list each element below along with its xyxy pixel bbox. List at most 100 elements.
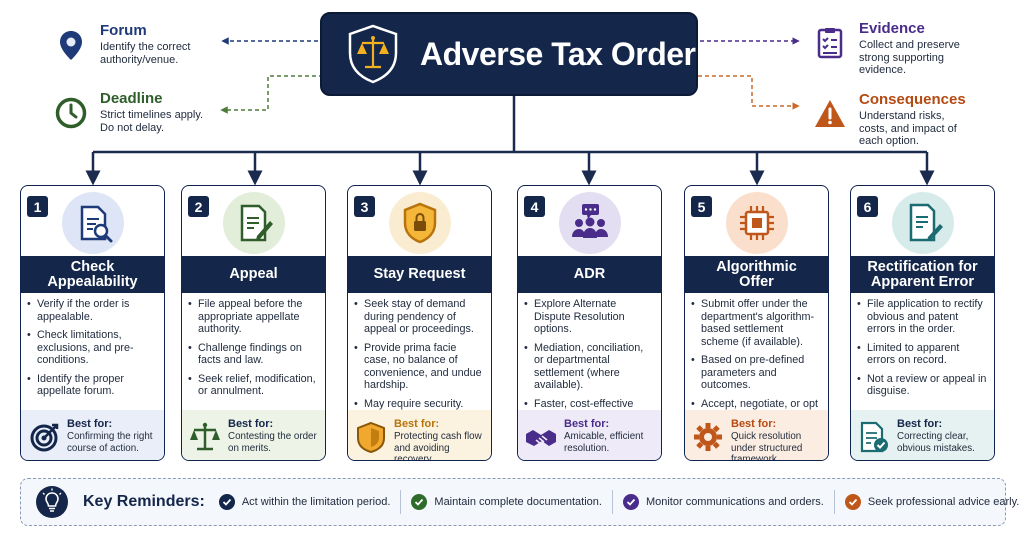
side-box-deadline: Deadline Strict timelines apply.Do not d… — [42, 81, 218, 137]
best-for-panel: Best for: Contesting the order on merits… — [182, 410, 325, 460]
key-reminders-bar: Key Reminders: Act within the limitation… — [20, 478, 1019, 526]
document-pencil-icon — [909, 203, 943, 242]
best-for-label: Best for: — [394, 418, 440, 430]
reminder-divider — [400, 490, 402, 514]
side-box-consequences: Consequences Understand risks,costs, and… — [801, 82, 984, 147]
dash-consequences — [698, 75, 800, 110]
card-bullet: Limited to apparent errors on record. — [857, 342, 988, 367]
option-card-3: 3 Stay Request Seek stay of demand durin… — [347, 185, 492, 461]
card-bullet: Mediation, conciliation, or departmental… — [524, 342, 655, 392]
group-chat-icon-circle — [559, 192, 621, 254]
best-for-panel: Best for: Quick resolution under structu… — [685, 410, 828, 460]
card-bullets: Seek stay of demand during pendency of a… — [348, 298, 491, 416]
checklist-icon — [817, 28, 843, 59]
best-for-label: Best for: — [228, 418, 274, 430]
best-for-text: Contesting the order on merits. — [228, 431, 317, 454]
card-bullet: Challenge findings on facts and law. — [188, 342, 319, 367]
card-bullet: Based on pre-defined parameters and outc… — [691, 354, 822, 392]
document-search-icon — [80, 205, 113, 243]
shield-icon — [357, 421, 385, 454]
handshake-icon — [526, 430, 556, 446]
document-edit-icon — [240, 204, 273, 242]
card-bullet: Check limitations, exclusions, and pre-c… — [27, 329, 158, 367]
document-search-icon-circle — [62, 192, 124, 254]
card-bullet: Verify if the order is appealable. — [27, 298, 158, 323]
document-edit-icon-circle — [223, 192, 285, 254]
card-bullets: Verify if the order is appealable. Check … — [21, 298, 164, 404]
target-icon — [30, 423, 59, 452]
card-number: 4 — [524, 196, 545, 217]
card-bullets: Explore Alternate Dispute Resolution opt… — [518, 298, 661, 429]
option-card-2: 2 Appeal File appeal before the appropri… — [181, 185, 326, 461]
reminder-text: Monitor communications and orders. — [645, 496, 824, 508]
location-pin-icon — [60, 31, 82, 60]
card-bullet: May require security. — [354, 398, 485, 411]
card-bullets: File application to rectify obvious and … — [851, 298, 994, 404]
card-bullet: Provide prima facie case, no balance of … — [354, 342, 485, 392]
reminder-item: Seek professional advice early. — [844, 494, 1019, 510]
chip-icon — [740, 206, 774, 240]
reminder-text: Maintain complete documentation. — [434, 496, 602, 508]
card-bullet: Submit offer under the department's algo… — [691, 298, 822, 348]
check-icon — [844, 494, 861, 510]
card-title: Stay Request — [348, 256, 491, 293]
document-pencil-icon-circle — [892, 192, 954, 254]
card-bullet: Seek relief, modification, or annulment. — [188, 373, 319, 398]
warning-icon — [815, 100, 845, 127]
group-chat-icon — [572, 204, 608, 238]
document-check-icon — [860, 421, 888, 453]
option-card-4: 4 ADR Explore Alternate Dispute Resoluti… — [517, 185, 662, 461]
scales-icon — [190, 422, 220, 451]
reminder-divider — [833, 490, 835, 514]
consequences-title: Consequences — [859, 91, 966, 108]
check-icon — [218, 494, 235, 510]
best-for-label: Best for: — [897, 418, 943, 430]
card-number: 1 — [27, 196, 48, 217]
best-for-label: Best for: — [564, 418, 610, 430]
best-for-text: Quick resolution under structured framew… — [731, 431, 803, 461]
card-number: 5 — [691, 196, 712, 217]
reminder-item: Maintain complete documentation. — [411, 494, 602, 510]
clock-icon — [55, 97, 87, 129]
lightbulb-icon — [36, 486, 68, 518]
reminder-item: Act within the limitation period. — [218, 494, 391, 510]
card-bullet: File application to rectify obvious and … — [857, 298, 988, 336]
best-for-text: Amicable, efficient resolution. — [564, 431, 644, 454]
reminder-text: Act within the limitation period. — [241, 496, 391, 508]
best-for-text: Confirming the right course of action. — [67, 431, 153, 454]
card-bullet: Not a review or appeal in disguise. — [857, 373, 988, 398]
card-number: 3 — [354, 196, 375, 217]
header-box: Adverse Tax Order — [320, 12, 698, 96]
reminder-item: Monitor communications and orders. — [622, 494, 824, 510]
shield-lock-icon — [403, 202, 437, 244]
card-number: 2 — [188, 196, 209, 217]
gear-icon — [694, 423, 722, 451]
card-title: Appeal — [182, 256, 325, 293]
card-number: 6 — [857, 196, 878, 217]
shield-lock-icon-circle — [389, 192, 451, 254]
chip-icon-circle — [726, 192, 788, 254]
card-title: ADR — [518, 256, 661, 293]
best-for-text: Protecting cash flow and avoiding recove… — [394, 431, 482, 461]
card-bullet: Seek stay of demand during pendency of a… — [354, 298, 485, 336]
deadline-title: Deadline — [100, 90, 163, 107]
dash-deadline — [220, 75, 330, 114]
best-for-label: Best for: — [67, 418, 113, 430]
evidence-title: Evidence — [859, 20, 925, 37]
card-bullet: Identify the proper appellate forum. — [27, 373, 158, 398]
best-for-panel: Best for: Amicable, efficient resolution… — [518, 410, 661, 460]
reminders-title: Key Reminders: — [83, 493, 205, 510]
page-title: Adverse Tax Order — [420, 35, 696, 72]
best-for-panel: Best for: Correcting clear, obvious mist… — [851, 410, 994, 460]
